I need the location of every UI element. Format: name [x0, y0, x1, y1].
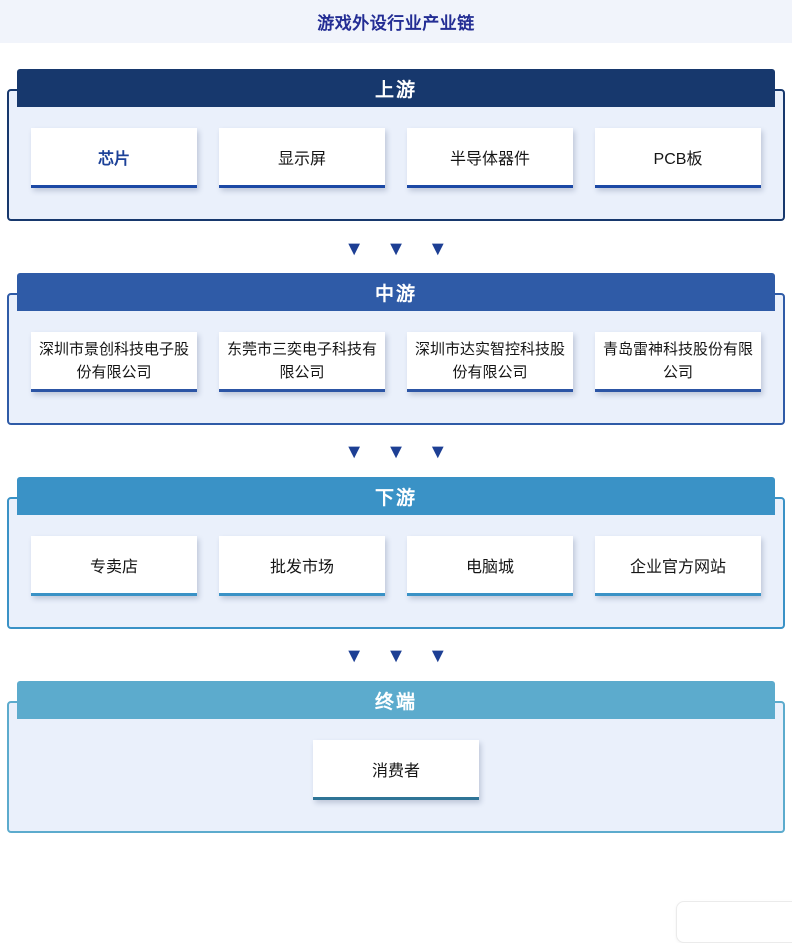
- tier-terminal-label: 终端: [374, 691, 417, 713]
- upstream-card-semiconductor-devices: 半导体器件: [407, 128, 573, 188]
- card-label: 芯片: [97, 150, 130, 168]
- tier-midstream-label: 中游: [374, 283, 417, 305]
- down-arrow-icon: ▼: [427, 645, 448, 667]
- midstream-card-sanyi-electronics: 东莞市三奕电子科技有限公司: [219, 332, 385, 392]
- upstream-card-pcb-board: PCB板: [595, 128, 761, 188]
- terminal-card-row: 消费者: [9, 740, 783, 800]
- down-arrow-icon: ▼: [386, 238, 406, 260]
- card-label: 批发市场: [269, 558, 334, 576]
- tier-upstream-header: 上游: [17, 69, 775, 107]
- upstream-card-row: 芯片 显示屏 半导体器件 PCB板: [9, 128, 783, 188]
- down-arrow-icon: ▼: [386, 441, 406, 463]
- tier-terminal-body: 消费者: [7, 701, 785, 833]
- title-band: 游戏外设行业产业链: [0, 0, 792, 43]
- cutoff-floating-widget: [676, 901, 792, 943]
- card-label: 深圳市景创科技电子股份有限公司: [39, 340, 190, 381]
- midstream-card-jingchuang-tech: 深圳市景创科技电子股份有限公司: [31, 332, 197, 392]
- flow-arrows: ▼ ▼ ▼: [0, 441, 792, 463]
- tier-midstream: 中游 深圳市景创科技电子股份有限公司 东莞市三奕电子科技有限公司 深圳市达实智控…: [7, 273, 785, 425]
- midstream-card-thunderobot: 青岛雷神科技股份有限公司: [595, 332, 761, 392]
- tier-downstream-header: 下游: [17, 477, 775, 515]
- card-label: 专卖店: [89, 558, 138, 576]
- tier-downstream: 下游 专卖店 批发市场 电脑城 企业官方网站: [7, 477, 785, 629]
- down-arrow-icon: ▼: [344, 238, 365, 260]
- tier-upstream: 上游 芯片 显示屏 半导体器件 PCB板: [7, 69, 785, 221]
- down-arrow-icon: ▼: [386, 645, 406, 667]
- card-label: 青岛雷神科技股份有限公司: [603, 340, 754, 381]
- card-label: 深圳市达实智控科技股份有限公司: [415, 340, 566, 381]
- down-arrow-icon: ▼: [427, 238, 448, 260]
- flow-arrows: ▼ ▼ ▼: [0, 645, 792, 667]
- downstream-card-specialty-store: 专卖店: [31, 536, 197, 596]
- tier-downstream-label: 下游: [374, 487, 417, 509]
- down-arrow-icon: ▼: [344, 645, 365, 667]
- card-label: 东莞市三奕电子科技有限公司: [227, 340, 378, 381]
- tier-upstream-body: 芯片 显示屏 半导体器件 PCB板: [7, 89, 785, 221]
- tier-midstream-header: 中游: [17, 273, 775, 311]
- down-arrow-icon: ▼: [344, 441, 365, 463]
- card-label: 半导体器件: [449, 150, 530, 168]
- card-label: 显示屏: [277, 150, 326, 168]
- page-title: 游戏外设行业产业链: [317, 14, 475, 33]
- tier-terminal: 终端 消费者: [7, 681, 785, 833]
- card-label: PCB板: [653, 150, 703, 168]
- terminal-card-consumer: 消费者: [313, 740, 479, 800]
- downstream-card-wholesale-market: 批发市场: [219, 536, 385, 596]
- downstream-card-computer-mall: 电脑城: [407, 536, 573, 596]
- upstream-card-display-screen: 显示屏: [219, 128, 385, 188]
- card-label: 消费者: [371, 762, 420, 780]
- downstream-card-row: 专卖店 批发市场 电脑城 企业官方网站: [9, 536, 783, 596]
- card-label: 电脑城: [465, 558, 514, 576]
- flow-arrows: ▼ ▼ ▼: [0, 238, 792, 260]
- downstream-card-official-website: 企业官方网站: [595, 536, 761, 596]
- tier-terminal-header: 终端: [17, 681, 775, 719]
- tier-midstream-body: 深圳市景创科技电子股份有限公司 东莞市三奕电子科技有限公司 深圳市达实智控科技股…: [7, 293, 785, 425]
- down-arrow-icon: ▼: [427, 441, 448, 463]
- tier-downstream-body: 专卖店 批发市场 电脑城 企业官方网站: [7, 497, 785, 629]
- card-label: 企业官方网站: [629, 558, 726, 576]
- upstream-card-chip: 芯片: [31, 128, 197, 188]
- midstream-card-dashi-zhikong: 深圳市达实智控科技股份有限公司: [407, 332, 573, 392]
- tier-upstream-label: 上游: [374, 79, 417, 101]
- midstream-card-row: 深圳市景创科技电子股份有限公司 东莞市三奕电子科技有限公司 深圳市达实智控科技股…: [9, 332, 783, 392]
